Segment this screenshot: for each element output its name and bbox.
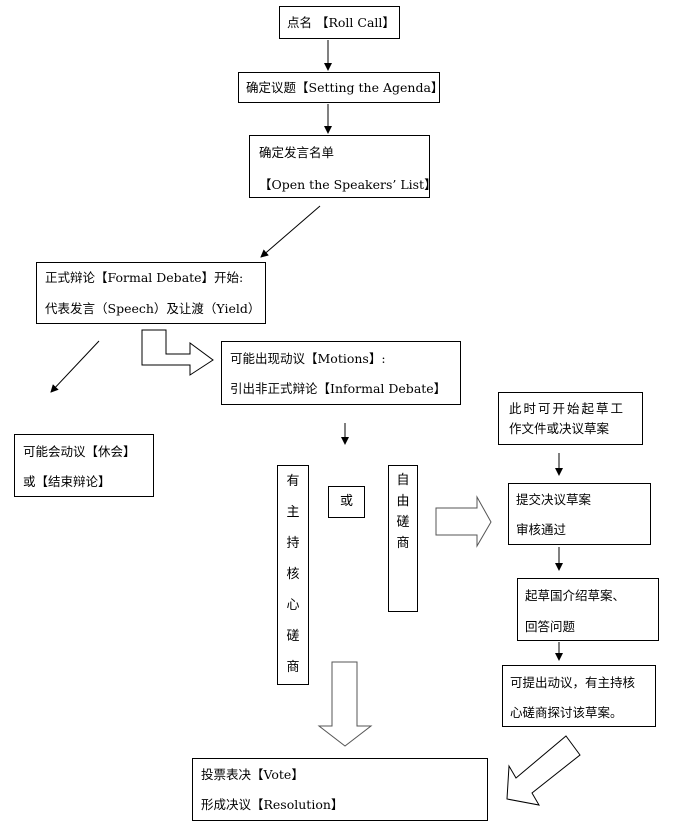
node-submit-draft-line2: 审核通过 [516, 522, 567, 537]
node-motions: 可能出现动议【Motions】: 引出非正式辩论【Informal Debate… [221, 341, 461, 405]
node-drafting: 此时可开始起草工 作文件或决议草案 [498, 392, 643, 445]
node-vote-line2: 形成决议【Resolution】 [201, 797, 344, 812]
node-motions-line2: 引出非正式辩论【Informal Debate】 [230, 381, 447, 396]
moderated-char: 有 [286, 474, 300, 489]
unmoderated-char: 自 [396, 473, 410, 488]
arrow-speakers-to-formal [260, 205, 321, 258]
moderated-char: 主 [286, 505, 300, 520]
node-moderated-caucus: 有 主 持 核 心 磋 商 [277, 465, 309, 685]
block-arrow-formal-to-motions [141, 329, 214, 376]
arrow-formal-to-suspend [50, 340, 100, 393]
node-submit-draft-line1: 提交决议草案 [516, 492, 592, 507]
moderated-char: 核 [286, 567, 300, 582]
node-discuss-draft: 可提出动议，有主持核 心磋商探讨该草案。 [502, 665, 656, 727]
node-suspend-or-close: 可能会动议【休会】 或【结束辩论】 [14, 434, 154, 497]
node-sponsor-intro-line2: 回答问题 [525, 619, 576, 634]
node-discuss-draft-line2: 心磋商探讨该草案。 [510, 705, 623, 720]
or-label-text: 或 [339, 494, 353, 509]
node-setting-agenda: 确定议题【Setting the Agenda】 [238, 72, 444, 103]
moderated-char: 心 [286, 598, 300, 613]
moderated-char: 持 [286, 536, 300, 551]
node-motions-line1: 可能出现动议【Motions】: [230, 351, 386, 366]
node-suspend-line2: 或【结束辩论】 [23, 474, 111, 489]
node-vote-resolution: 投票表决【Vote】 形成决议【Resolution】 [192, 758, 488, 821]
node-or-label: 或 [328, 486, 365, 518]
node-drafting-line1: 此时可开始起草工 [509, 401, 626, 416]
node-formal-debate-line2: 代表发言（Speech）及让渡（Yield） [45, 301, 261, 316]
unmoderated-char: 商 [396, 536, 410, 551]
node-formal-debate: 正式辩论【Formal Debate】开始: 代表发言（Speech）及让渡（Y… [36, 262, 266, 324]
node-setting-agenda-text: 确定议题【Setting the Agenda】 [246, 80, 444, 95]
node-drafting-line2: 作文件或决议草案 [509, 421, 610, 436]
block-arrow-caucus-to-vote [317, 661, 373, 747]
node-submit-draft: 提交决议草案 审核通过 [508, 483, 651, 545]
node-sponsor-intro-line1: 起草国介绍草案、 [525, 588, 626, 603]
node-sponsor-intro: 起草国介绍草案、 回答问题 [517, 578, 659, 641]
unmoderated-char: 磋 [396, 515, 410, 530]
node-vote-line1: 投票表决【Vote】 [201, 767, 304, 782]
node-roll-call: 点名 【Roll Call】 [279, 6, 400, 39]
node-suspend-line1: 可能会动议【休会】 [23, 444, 136, 459]
block-arrow-caucus-to-submit [435, 495, 492, 548]
node-discuss-draft-line1: 可提出动议，有主持核 [510, 675, 636, 690]
node-speakers-list-line1: 确定发言名单 [259, 145, 335, 160]
unmoderated-char: 由 [396, 494, 410, 509]
moderated-char: 磋 [286, 629, 300, 644]
node-roll-call-text: 点名 【Roll Call】 [287, 15, 395, 30]
node-speakers-list: 确定发言名单 【Open the Speakers’ List】 [249, 135, 437, 198]
node-speakers-list-line2: 【Open the Speakers’ List】 [259, 177, 437, 192]
moderated-char: 商 [286, 660, 300, 675]
node-unmoderated-caucus: 自 由 磋 商 [388, 465, 418, 612]
node-formal-debate-line1: 正式辩论【Formal Debate】开始: [45, 270, 244, 285]
block-arrow-discuss-to-vote [506, 735, 581, 806]
